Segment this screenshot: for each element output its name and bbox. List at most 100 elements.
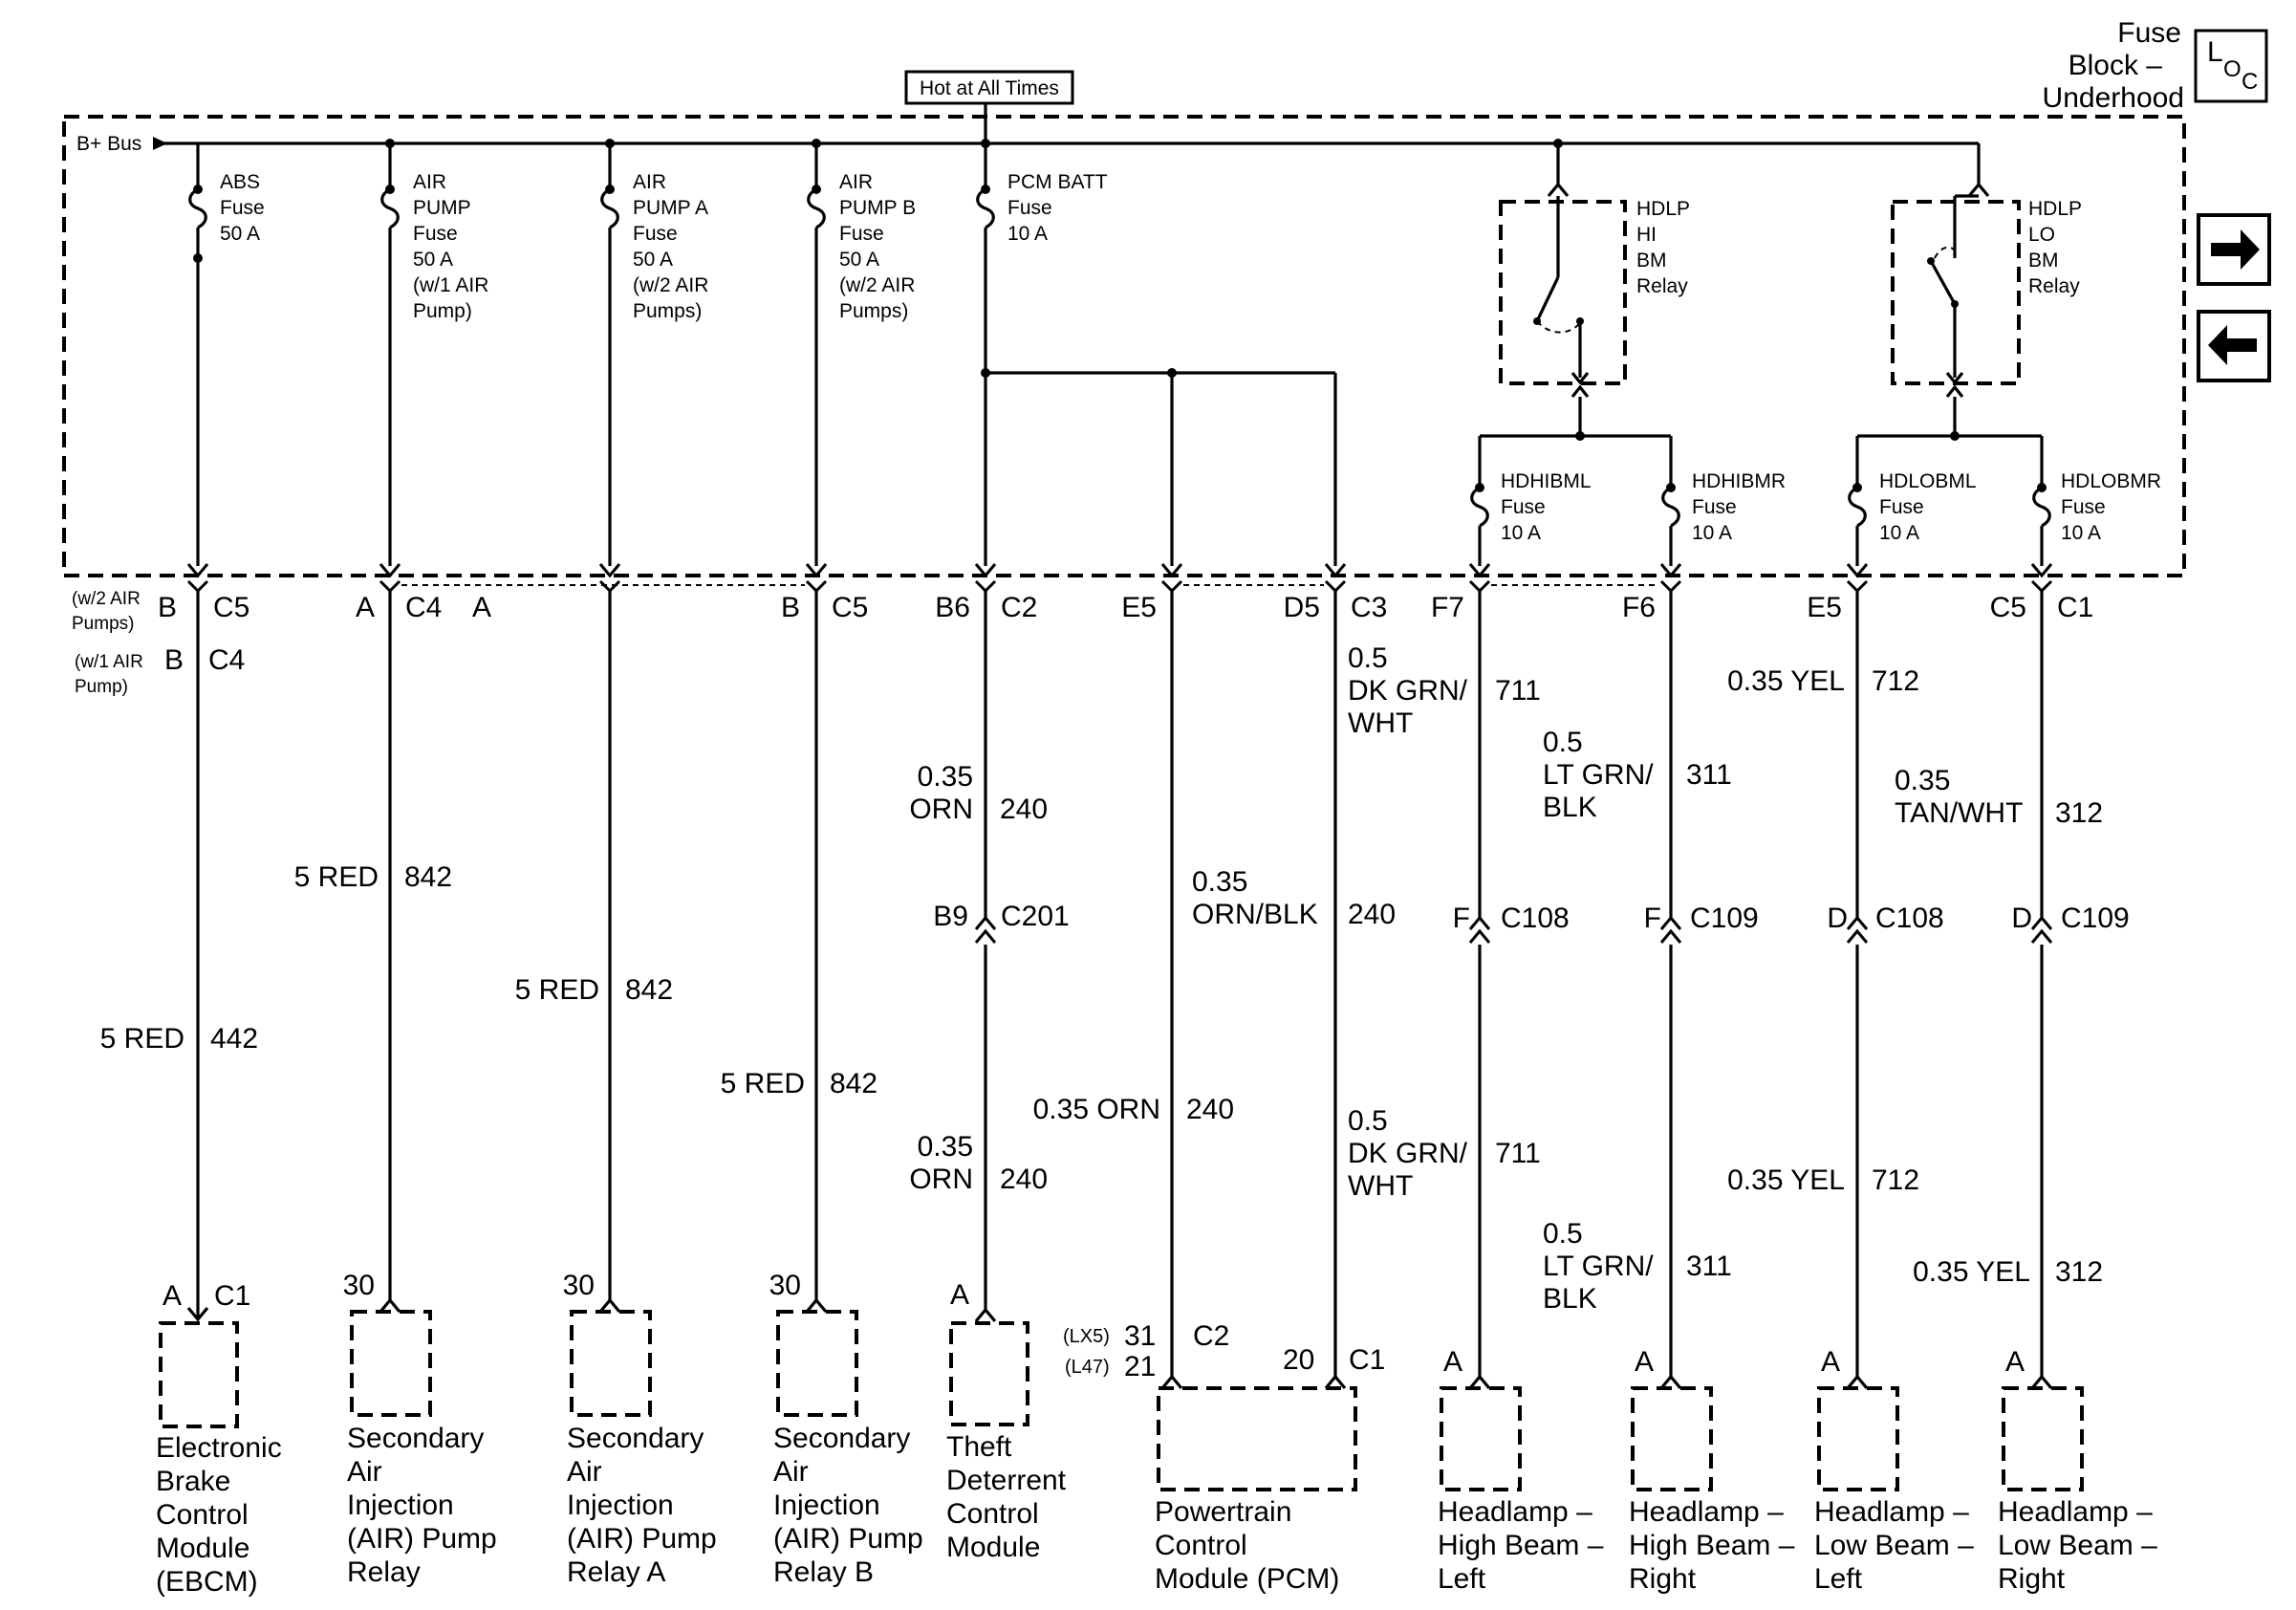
svg-text:F: F [1644,903,1661,934]
svg-text:50 A: 50 A [839,249,879,271]
svg-text:50 A: 50 A [633,249,673,271]
svg-text:0.5: 0.5 [1543,1218,1583,1250]
svg-text:HDHIBMR: HDHIBMR [1692,470,1786,492]
svg-text:F7: F7 [1431,592,1464,623]
svg-text:C2: C2 [1001,592,1037,623]
svg-text:30: 30 [769,1270,801,1301]
svg-text:0.35: 0.35 [918,761,973,793]
svg-text:B9: B9 [933,901,968,932]
svg-text:Relay: Relay [2028,275,2080,297]
svg-text:311: 311 [1686,1251,1732,1282]
nav-back-button[interactable] [2197,310,2271,382]
fuse-pcm-batt: PCM BATT Fuse 10 A [976,139,1337,566]
svg-text:0.35 YEL: 0.35 YEL [1727,1164,1845,1196]
svg-text:Fuse: Fuse [1501,496,1546,518]
svg-text:C201: C201 [1001,901,1070,932]
hot-at-all-times-box [904,70,1074,105]
svg-text:C108: C108 [1501,903,1570,934]
svg-text:D5: D5 [1284,592,1320,623]
svg-text:ORN: ORN [909,1164,973,1195]
svg-text:0.35 YEL: 0.35 YEL [1727,665,1845,697]
svg-text:HDLOBMR: HDLOBMR [2061,470,2161,492]
inline-connectors [974,915,2053,944]
svg-text:WHT: WHT [1348,1170,1413,1202]
svg-text:Relay: Relay [1636,275,1688,297]
svg-text:0.35 ORN: 0.35 ORN [1033,1094,1160,1125]
svg-text:B: B [781,592,800,623]
fuse-hdhibmr: HDHIBMR Fuse 10 A [1661,470,1786,566]
svg-text:A: A [950,1279,969,1311]
svg-text:HDLP: HDLP [1636,198,1690,220]
svg-text:Module: Module [946,1532,1040,1563]
svg-text:312: 312 [2055,1256,2103,1288]
svg-text:Relay B: Relay B [773,1556,874,1588]
svg-text:Deterrent: Deterrent [946,1465,1067,1496]
block-title-line-2: Block – [2069,50,2163,81]
svg-text:HI: HI [1636,224,1657,246]
back-arrow-icon [2208,325,2257,365]
svg-text:DK GRN/: DK GRN/ [1348,1138,1468,1169]
svg-text:Relay A: Relay A [567,1556,665,1588]
svg-text:F: F [1453,903,1470,934]
svg-text:C1: C1 [1349,1344,1385,1376]
bus-label: B+ Bus [76,133,141,155]
fuse-air-pump: AIR PUMP Fuse 50 A (w/1 AIR Pump) [380,139,488,566]
forward-arrow-icon [2211,229,2260,270]
svg-text:Injection: Injection [567,1490,674,1521]
svg-text:(AIR) Pump: (AIR) Pump [347,1523,497,1555]
svg-text:Pump): Pump) [413,300,472,322]
svg-text:(AIR) Pump: (AIR) Pump [773,1523,923,1555]
svg-text:5 RED: 5 RED [721,1068,805,1099]
svg-text:842: 842 [830,1068,877,1099]
svg-text:AIR: AIR [633,171,666,193]
svg-text:LT GRN/: LT GRN/ [1543,759,1654,791]
wire-442-circuit: 442 [210,1023,258,1055]
svg-text:Right: Right [1629,1563,1697,1595]
svg-text:HDHIBML: HDHIBML [1501,470,1592,492]
svg-text:0.5: 0.5 [1348,1105,1388,1137]
loc-icon: L O C [2194,29,2268,103]
svg-text:C3: C3 [1351,592,1387,623]
fuse-hdlobmr: HDLOBMR Fuse 10 A [2032,470,2161,566]
svg-text:Control: Control [1155,1530,1247,1561]
connector-row: (w/2 AIR Pumps) B C5 (w/1 AIR Pump) B C4… [72,563,2093,697]
svg-text:0.35: 0.35 [918,1131,973,1163]
svg-text:A: A [1635,1346,1654,1378]
svg-text:21: 21 [1124,1351,1156,1382]
relay-hdlp-lo-bm: HDLP LO BM Relay [1855,143,2082,488]
svg-text:Fuse: Fuse [1007,197,1052,219]
svg-text:High Beam –: High Beam – [1629,1530,1795,1561]
svg-text:Headlamp –: Headlamp – [1998,1496,2153,1528]
svg-text:10 A: 10 A [1501,522,1541,544]
svg-text:Module (PCM): Module (PCM) [1155,1563,1339,1595]
wire-labels: 5 RED 442 5 RED 842 5 RED 842 5 RED 842 … [100,642,2103,1315]
svg-text:BLK: BLK [1543,792,1597,823]
svg-text:0.35 YEL: 0.35 YEL [1913,1256,2030,1288]
svg-text:C109: C109 [1690,903,1759,934]
svg-text:AIR: AIR [839,171,873,193]
nav-forward-button[interactable] [2197,213,2271,286]
block-title-line-1: Fuse [2117,17,2181,49]
component-headlamp-low-left: A Headlamp – Low Beam – Left [1814,1346,1974,1595]
svg-text:Injection: Injection [347,1490,454,1521]
svg-text:BLK: BLK [1543,1283,1597,1315]
svg-text:(w/1 AIR: (w/1 AIR [75,652,143,672]
svg-text:WHT: WHT [1348,707,1413,739]
svg-text:A: A [472,592,491,623]
svg-text:Fuse: Fuse [633,223,678,245]
svg-text:Low Beam –: Low Beam – [1998,1530,2157,1561]
svg-text:Control: Control [156,1499,249,1531]
fuse-abs: ABS Fuse 50 A [188,143,265,566]
svg-text:0.35: 0.35 [1895,765,1950,796]
svg-text:31: 31 [1124,1320,1156,1352]
svg-text:F6: F6 [1622,592,1656,623]
block-title: Fuse Block – Underhood [2043,17,2184,114]
svg-text:C5: C5 [1990,592,2026,623]
svg-text:E5: E5 [1807,592,1842,623]
fuse-air-pump-b: AIR PUMP B Fuse 50 A (w/2 AIR Pumps) [807,139,916,566]
svg-text:Fuse: Fuse [2061,496,2106,518]
svg-text:Right: Right [1998,1563,2066,1595]
svg-text:A: A [162,1280,182,1312]
svg-text:50 A: 50 A [413,249,453,271]
